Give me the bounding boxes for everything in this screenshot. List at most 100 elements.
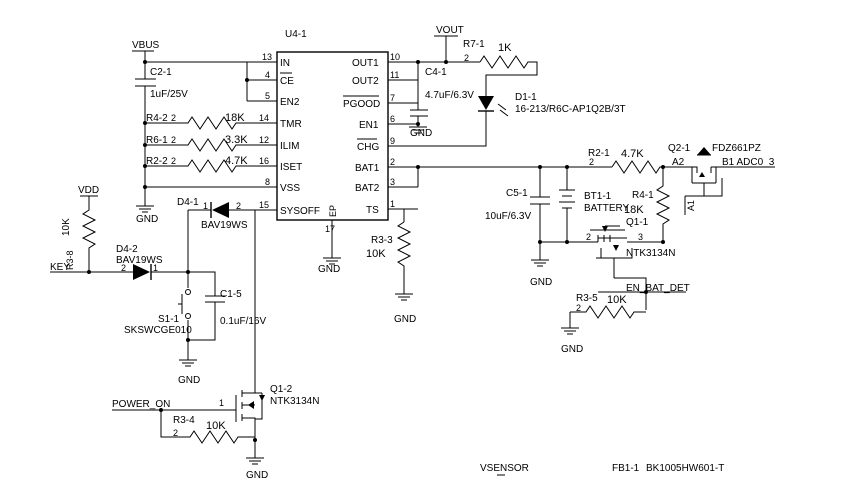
en-bat-det-label: EN_BAT_DET [626, 283, 690, 294]
d4-2-ref: D4-2 [116, 244, 138, 255]
q1-1-value: NTK3134N [626, 248, 675, 259]
r3-8-value: 10K [61, 218, 72, 236]
c2-ref: C2-1 [150, 67, 172, 78]
d1-ref: D1-1 [515, 92, 537, 103]
d1-led [478, 96, 494, 110]
pin-ts-name: TS [366, 205, 379, 216]
gnd-symbol [136, 205, 154, 213]
pin-chg-num: 9 [390, 136, 395, 146]
ic-u4-1: U4-1 17 EP IN 13 CE 4 EN2 5 TMR 14 ILIM … [247, 29, 418, 258]
r3-3-value: 10K [366, 248, 386, 260]
c1-5-value: 0.1uF/16V [220, 316, 266, 327]
q1-1-ref: Q1-1 [626, 217, 649, 228]
s1-ref: S1-1 [158, 314, 180, 325]
battery-network: R2-1 2 4.7K A2 Q2-1 FDZ661PZ B1 ADC0_3 A… [416, 143, 775, 355]
gnd-label-7: GND [394, 314, 416, 325]
pin-ce-name: CE [280, 76, 294, 87]
gnd-label-1: GND [136, 214, 158, 225]
pin-tmr-name: TMR [280, 119, 302, 130]
gnd-label-2: GND [178, 375, 200, 386]
d4-2-pin2: 2 [121, 263, 126, 273]
pin-bat2-num: 3 [390, 177, 395, 187]
pin-out2-num: 11 [390, 70, 399, 80]
c2-value: 1uF/25V [150, 89, 188, 100]
pin-in-name: IN [280, 58, 290, 69]
gnd-label-4: GND [410, 128, 432, 139]
r3-8-ref: R3-8 [65, 250, 75, 270]
sysoff-network: D4-1 1 2 BAV19WS VDD 10K R3-8 KEY D4-2 B… [50, 185, 319, 480]
ts-network: R3-3 10K GND GND [318, 208, 418, 325]
bt1-ref: BT1-1 [584, 191, 612, 202]
r2-1-ref: R2-1 [588, 148, 610, 159]
r3-5-value: 10K [607, 294, 627, 306]
pin-en2-name: EN2 [280, 97, 300, 108]
c1-5-ref: C1-5 [220, 289, 242, 300]
d4-1-pin1: 1 [203, 201, 208, 211]
r2-2-resistor [177, 159, 247, 173]
r2-1-pin: 2 [589, 157, 594, 167]
r4-1-ref: R4-1 [632, 190, 654, 201]
c5-value: 10uF/6.3V [485, 211, 531, 222]
pin-ilim-name: ILIM [280, 141, 299, 152]
pin-en2-num: 5 [265, 91, 270, 101]
d4-2-diode [133, 264, 150, 280]
ic-ep-num: 17 [325, 224, 335, 234]
key-label: KEY [50, 262, 70, 273]
r4-2-value: 18K [225, 112, 245, 124]
ic-ref: U4-1 [285, 29, 307, 40]
q1-2-ref: Q1-2 [270, 384, 293, 395]
gnd-label-5: GND [530, 277, 552, 288]
r3-4-resistor [181, 430, 255, 444]
r2-1-value: 4.7K [621, 148, 644, 160]
pin-out2-name: OUT2 [352, 76, 379, 87]
pin-iset-name: ISET [280, 162, 302, 173]
r2-1-resistor [611, 160, 692, 174]
d4-1-ref: D4-1 [177, 197, 199, 208]
q1-1-pin-d: 3 [638, 232, 643, 242]
c5-ref: C5-1 [506, 188, 528, 199]
q1-2-value: NTK3134N [270, 396, 319, 407]
c4-ref: C4-1 [425, 67, 447, 78]
r3-3-ref: R3-3 [371, 235, 393, 246]
r3-3-resistor [396, 221, 412, 294]
q1-1-pin-g: 2 [586, 232, 591, 242]
pin-ts-num: 1 [390, 199, 395, 209]
r3-5-resistor [570, 305, 646, 319]
r3-4-ref: R3-4 [173, 415, 195, 426]
pin-out1-name: OUT1 [352, 58, 379, 69]
pin-iset-num: 16 [259, 156, 269, 166]
vbus-network: VBUS C2-1 1uF/25V GND R4-2 2 18K R6-1 2 … [132, 40, 249, 225]
r6-1-value: 3.3K [225, 134, 248, 146]
r3-5-pin: 2 [576, 303, 581, 313]
c4-value: 4.7uF/6.3V [425, 90, 474, 101]
d4-2-pin1: 1 [153, 263, 158, 273]
r6-1-resistor [177, 138, 247, 152]
r3-4-pin: 2 [173, 428, 178, 438]
q1-2-pin: 1 [219, 398, 224, 408]
s1-contact-bottom [185, 313, 191, 319]
pin-vss-num: 8 [265, 177, 270, 187]
fb1-ref: FB1-1 [612, 463, 640, 474]
ic-ep-label: EP [328, 205, 338, 217]
bt1-value: BATTERY [584, 203, 630, 214]
pin-pgood-name: PGOOD [343, 99, 380, 110]
pin-ilim-num: 12 [259, 135, 269, 145]
pin-in-num: 13 [262, 52, 272, 62]
r6-1-ref: R6-1 [146, 135, 168, 146]
pin-bat2-name: BAT2 [355, 183, 380, 194]
d1-value: 16-213/R6C-AP1Q2B/3T [515, 104, 626, 115]
pin-chg-name: CHG [357, 142, 379, 153]
d4-1-diode [212, 202, 229, 218]
r4-2-pin: 2 [171, 113, 176, 123]
q2-value: FDZ661PZ [712, 143, 761, 154]
gnd-label-3: GND [246, 470, 268, 480]
gnd-label-6: GND [561, 344, 583, 355]
pin-bat1-num: 2 [390, 157, 395, 167]
pin-tmr-num: 14 [259, 113, 269, 123]
d4-2-value: BAV19WS [116, 255, 163, 266]
r3-8-resistor [81, 196, 97, 272]
s1-contact-top [185, 289, 191, 295]
fb1-value: BK1005HW601-T [646, 463, 724, 474]
pin-out1-num: 10 [390, 52, 400, 62]
